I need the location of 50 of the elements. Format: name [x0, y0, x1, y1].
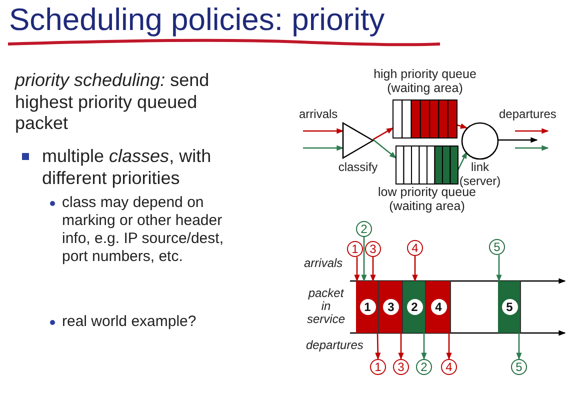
arrow	[498, 137, 538, 143]
axis-label: arrivals	[299, 107, 338, 122]
arrow	[446, 333, 452, 360]
packet-number-circle: 2	[356, 221, 372, 237]
bullet-text: real world example?	[46, 313, 252, 331]
arrow	[412, 256, 418, 282]
axis-label: arrivals	[304, 257, 343, 270]
packet-number: 5	[502, 299, 518, 315]
queue-label: high priority queue (waiting area)	[372, 67, 478, 98]
arrow	[361, 237, 367, 282]
arrow	[516, 333, 522, 360]
arrow	[303, 145, 344, 151]
arrow	[372, 127, 394, 140]
bullet-text: class may depend on marking or other header info, e.g. IP source/dest, port numbers, etc.	[46, 194, 252, 266]
packet-number-circle: 1	[347, 241, 363, 257]
service-block	[356, 281, 379, 333]
packet-number-circle: 3	[393, 359, 409, 375]
packet-number-circle: 2	[416, 359, 432, 375]
axis-label: packet in service	[306, 287, 346, 327]
packet-number: 4	[430, 299, 446, 315]
packet-number: 1	[360, 299, 376, 315]
service-block	[379, 281, 403, 333]
arrow	[457, 152, 468, 170]
node-label: classify	[337, 161, 379, 175]
service-block	[403, 281, 426, 333]
arrow	[354, 257, 360, 282]
service-block	[498, 281, 521, 333]
arrow	[421, 333, 427, 360]
packet-number-circle: 3	[365, 241, 381, 257]
arrow	[303, 128, 344, 134]
packet-number-circle: 5	[511, 359, 527, 375]
packet-number: 3	[383, 299, 399, 315]
arrow	[370, 257, 376, 282]
packet-number-circle: 4	[407, 240, 423, 256]
packet-number-circle: 5	[489, 239, 505, 255]
axis-label: departures	[499, 107, 556, 122]
packet-number: 2	[406, 299, 422, 315]
axis-label: departures	[306, 339, 364, 352]
body-text: priority scheduling: send highest priority queued packet	[15, 70, 210, 135]
packet-number-circle: 1	[370, 359, 386, 375]
arrow	[375, 332, 381, 360]
node-label: link (server)	[458, 161, 502, 189]
service-block	[426, 281, 451, 333]
slide-title: Scheduling policies: priority	[9, 2, 385, 38]
packet-number-circle: 4	[441, 359, 457, 375]
arrow	[398, 333, 404, 360]
arrow	[496, 255, 502, 282]
arrow	[372, 139, 397, 158]
arrow	[456, 123, 468, 129]
bullet-text: multiple classes, with different priorities	[18, 146, 267, 190]
